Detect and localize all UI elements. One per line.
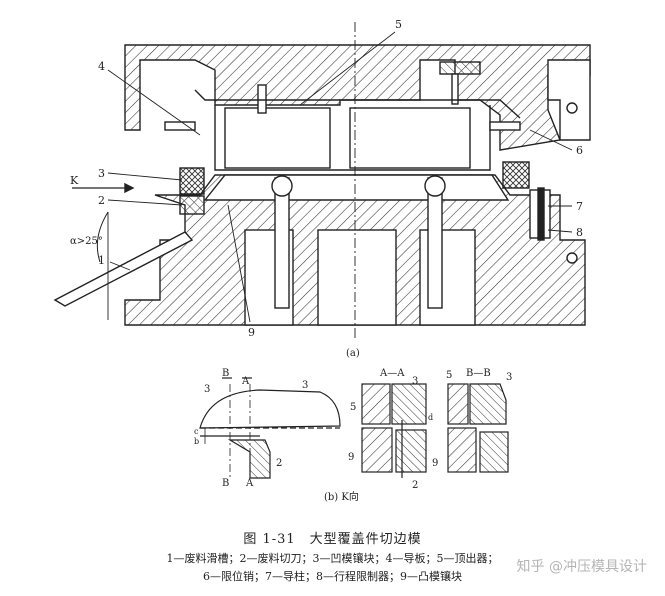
callout-2: 2 — [98, 194, 105, 207]
section-aa-labels: A—A 3 5 9 2 d — [348, 368, 433, 491]
detail-left-c: c — [194, 427, 199, 436]
angle-label: α>25° — [70, 236, 103, 247]
section-aa — [361, 383, 427, 478]
callout-1: 1 — [98, 254, 105, 267]
caption-line-2: 6—限位销；7—导柱；8—行程限制器；9—凸模镶块 — [203, 570, 462, 583]
detail-left-3a: 3 — [204, 384, 210, 395]
detail-k-labels: B A 3 3 2 c b B A — [194, 368, 308, 489]
callout-7: 7 — [576, 200, 583, 213]
detail-k-view — [199, 377, 341, 480]
callout-5: 5 — [395, 18, 402, 31]
section-bb — [447, 383, 509, 473]
direction-k-label: K — [70, 174, 79, 187]
main-section-view — [53, 22, 591, 340]
aa-2: 2 — [412, 480, 418, 491]
detail-left-b: b — [194, 437, 199, 446]
bb-9: 9 — [432, 458, 438, 469]
leader-lines — [107, 31, 573, 323]
caption-title: 图 1-31 大型覆盖件切边模 — [243, 532, 422, 547]
caption-line-1: 1—废料滑槽；2—废料切刀；3—凹模镶块；4—导板；5—顶出器； — [166, 552, 499, 565]
label-b: (b) K向 — [324, 490, 359, 503]
aa-3: 3 — [412, 376, 418, 387]
section-bb-labels: B—B 5 3 9 — [432, 368, 512, 469]
aa-d: d — [428, 413, 433, 422]
aa-5: 5 — [350, 402, 356, 413]
section-bb-title: B—B — [466, 368, 491, 379]
main-callouts: 5 4 6 3 2 7 8 1 9 K α>25° (a) — [70, 18, 583, 359]
callout-8: 8 — [576, 226, 583, 239]
detail-left-3b: 3 — [302, 380, 308, 391]
scrap-chute — [53, 231, 194, 307]
label-a: (a) — [346, 348, 360, 359]
cut-a-top: A — [241, 376, 250, 387]
callout-3: 3 — [98, 167, 105, 180]
cut-b-top: B — [222, 368, 229, 379]
aa-9: 9 — [348, 452, 354, 463]
bb-5: 5 — [446, 370, 452, 381]
detail-left-2: 2 — [276, 458, 282, 469]
callout-9: 9 — [248, 326, 255, 339]
cut-b-bot: B — [222, 478, 229, 489]
section-aa-title: A—A — [379, 368, 405, 379]
bb-3: 3 — [506, 372, 512, 383]
callout-6: 6 — [576, 144, 583, 157]
watermark: 知乎 @冲压模具设计 — [516, 559, 647, 575]
cut-a-bot: A — [245, 478, 254, 489]
callout-4: 4 — [98, 60, 105, 73]
